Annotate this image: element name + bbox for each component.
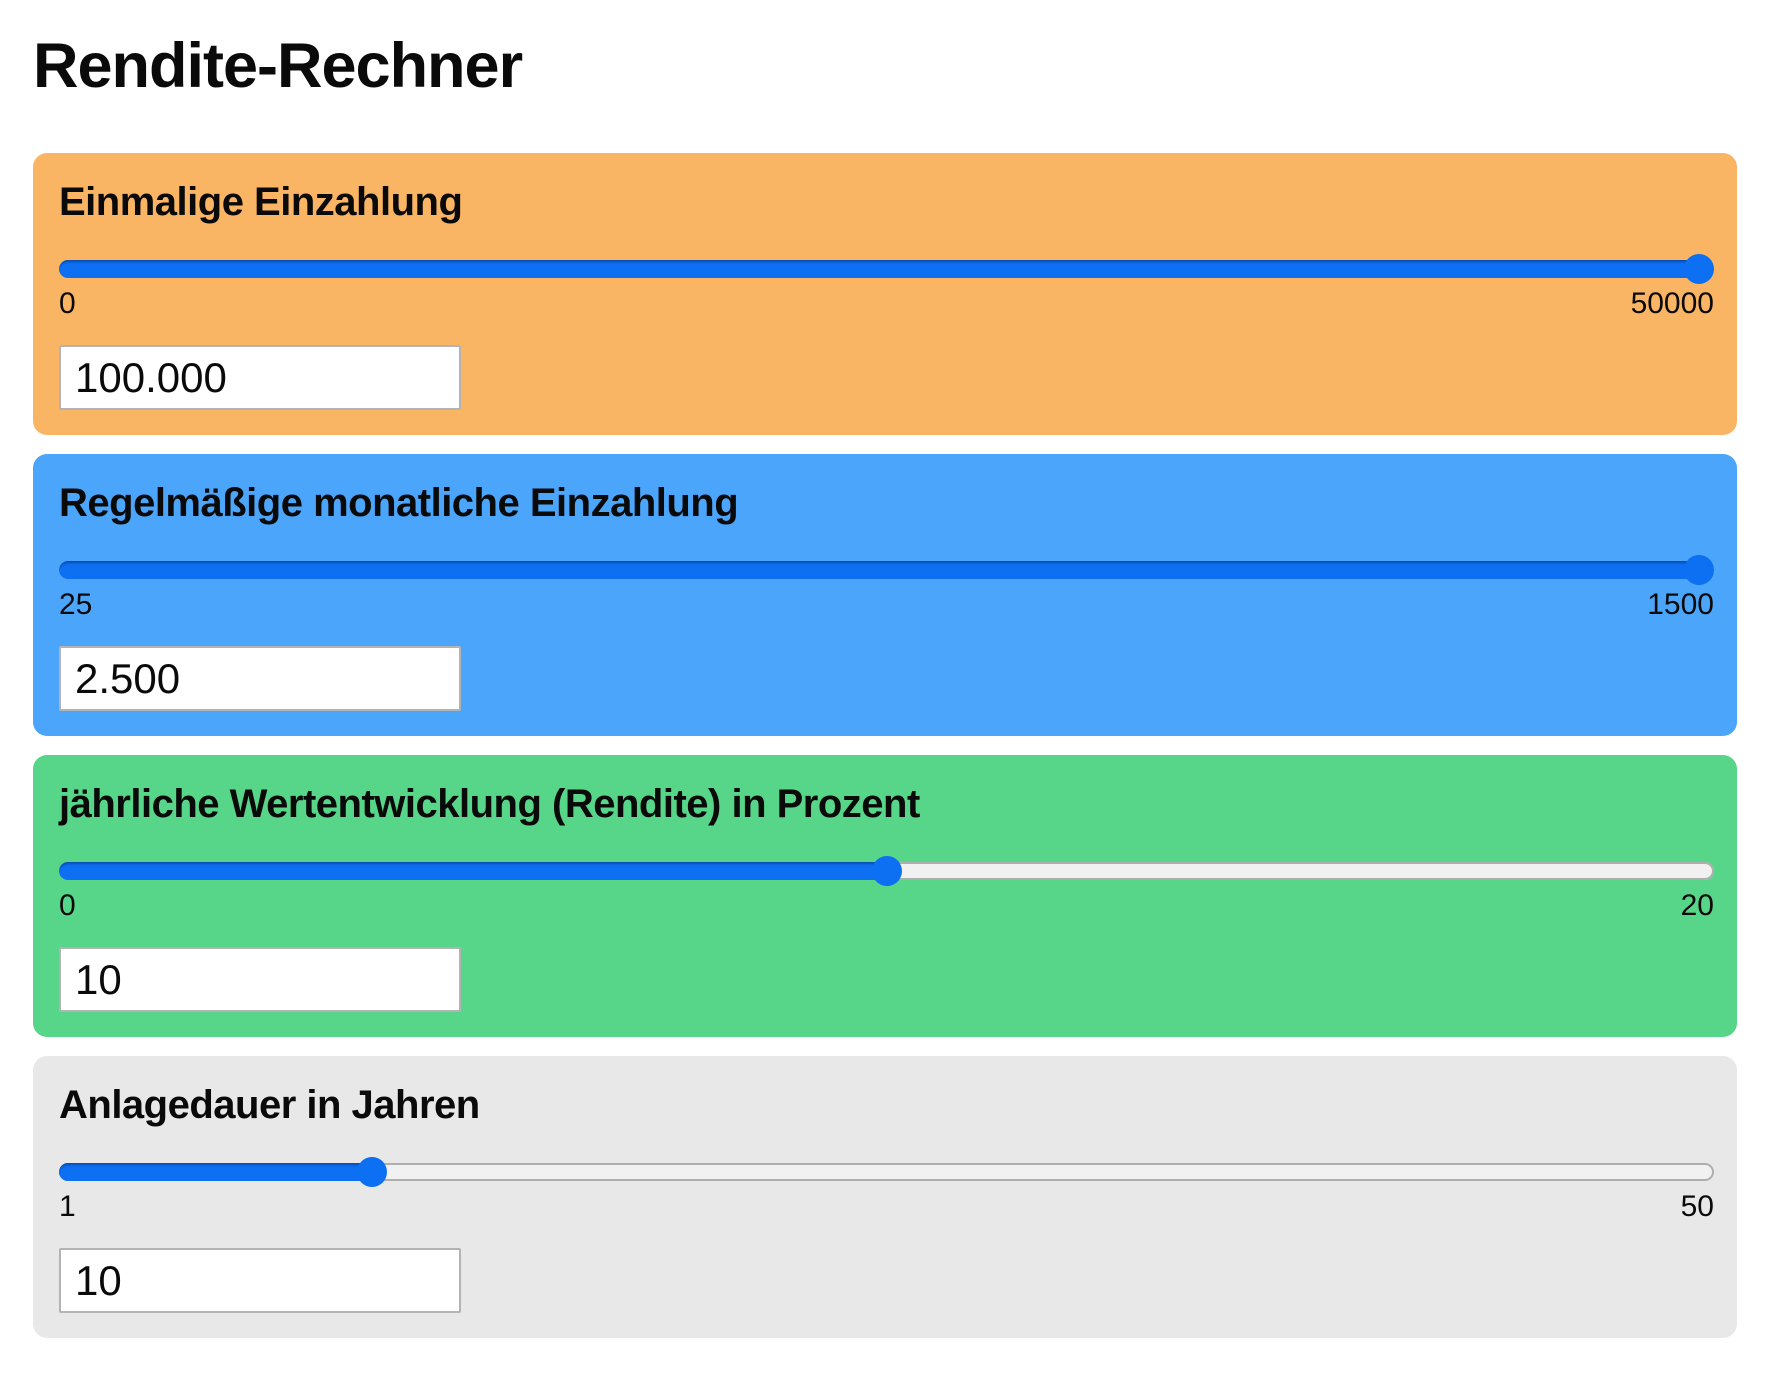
one-time-deposit-label: Einmalige Einzahlung xyxy=(59,180,463,224)
investment-duration-label: Anlagedauer in Jahren xyxy=(59,1083,480,1127)
slider-fill xyxy=(59,561,1699,579)
investment-duration-panel: Anlagedauer in Jahren 1 50 xyxy=(33,1056,1737,1338)
annual-return-input[interactable] xyxy=(59,947,461,1012)
slider-fill xyxy=(59,1163,373,1181)
monthly-deposit-slider[interactable] xyxy=(59,555,1714,585)
monthly-deposit-panel: Regelmäßige monatliche Einzahlung 25 150… xyxy=(33,454,1737,736)
slider-range-labels: 0 20 xyxy=(59,888,1714,923)
monthly-deposit-input[interactable] xyxy=(59,646,461,711)
slider-max-label: 50000 xyxy=(1630,287,1714,320)
investment-duration-slider[interactable] xyxy=(59,1157,1714,1187)
monthly-deposit-label: Regelmäßige monatliche Einzahlung xyxy=(59,481,739,525)
slider-max-label: 1500 xyxy=(1647,588,1714,621)
slider-max-label: 20 xyxy=(1680,889,1714,922)
slider-thumb[interactable] xyxy=(1684,254,1714,284)
annual-return-label: jährliche Wertentwicklung (Rendite) in P… xyxy=(59,782,920,826)
slider-thumb[interactable] xyxy=(871,856,902,886)
annual-return-panel: jährliche Wertentwicklung (Rendite) in P… xyxy=(33,755,1737,1037)
slider-range-labels: 0 50000 xyxy=(59,286,1714,321)
slider-range-labels: 1 50 xyxy=(59,1189,1714,1224)
slider-thumb[interactable] xyxy=(1684,555,1714,585)
page-title: Rendite-Rechner xyxy=(33,31,523,101)
slider-fill xyxy=(59,862,887,880)
slider-thumb[interactable] xyxy=(357,1157,388,1187)
one-time-deposit-panel: Einmalige Einzahlung 0 50000 xyxy=(33,153,1737,435)
slider-fill xyxy=(59,260,1699,278)
slider-min-label: 1 xyxy=(59,1190,76,1223)
slider-range-labels: 25 1500 xyxy=(59,587,1714,622)
slider-max-label: 50 xyxy=(1680,1190,1714,1223)
slider-min-label: 0 xyxy=(59,287,76,320)
one-time-deposit-input[interactable] xyxy=(59,345,461,410)
annual-return-slider[interactable] xyxy=(59,856,1714,886)
one-time-deposit-slider[interactable] xyxy=(59,254,1714,284)
slider-min-label: 0 xyxy=(59,889,76,922)
investment-duration-input[interactable] xyxy=(59,1248,461,1313)
slider-min-label: 25 xyxy=(59,588,93,621)
